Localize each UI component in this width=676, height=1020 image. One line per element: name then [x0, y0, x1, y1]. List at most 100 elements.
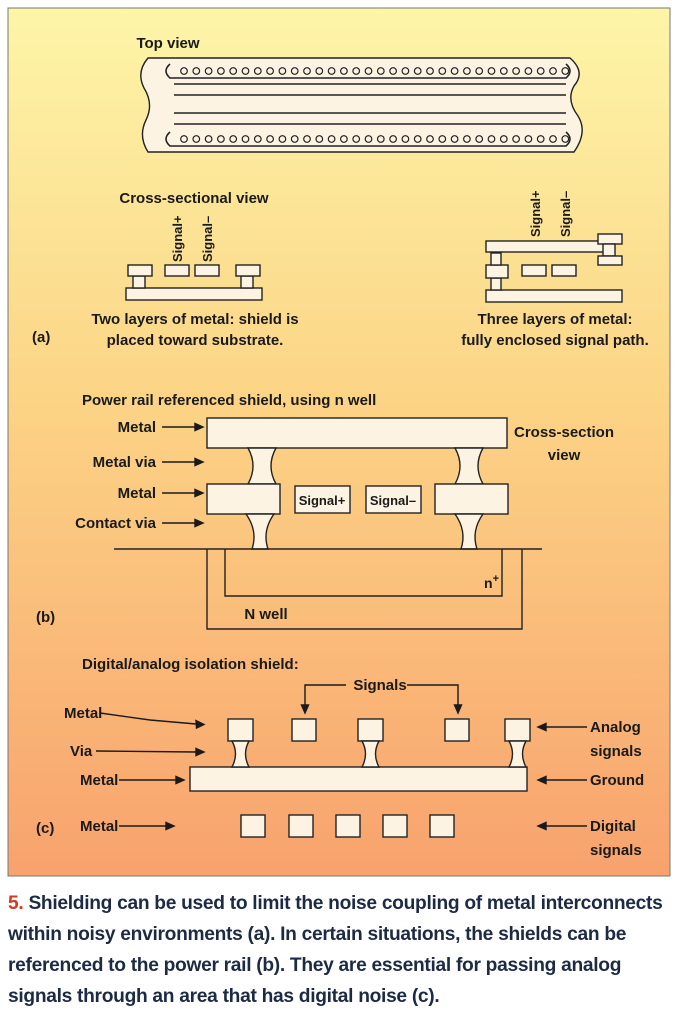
two-layers-caption: placed toward substrate.: [107, 332, 284, 349]
power-rail-shield: [206, 417, 509, 550]
analog-signals-label: Analog: [590, 719, 641, 736]
signal-minus-text: Signal–: [370, 493, 416, 508]
via-circle: [389, 135, 398, 143]
signal-minus-label: Signal–: [558, 191, 573, 237]
top-view-strip: [140, 57, 583, 153]
via-circle: [475, 135, 484, 143]
label-arrows: [95, 422, 587, 831]
top-view-label: Top view: [136, 35, 199, 52]
via-circle: [549, 67, 557, 75]
via-circle: [413, 135, 422, 143]
metal-label: Metal: [64, 705, 102, 722]
via-circle: [229, 135, 238, 143]
analog-signals-label: signals: [590, 743, 642, 760]
metal-label: Metal: [118, 419, 156, 436]
analog-signal-box: [444, 718, 470, 742]
panel-b-title: Power rail referenced shield, using n we…: [82, 392, 376, 409]
via-circle: [303, 67, 311, 75]
via-circle: [438, 67, 447, 75]
panel-c-label: (c): [36, 820, 54, 837]
via-circle: [524, 135, 533, 143]
via-circle: [253, 135, 262, 143]
via-circle: [561, 67, 570, 75]
via-circle: [426, 67, 434, 75]
via-circle: [376, 135, 385, 143]
via-circle: [315, 135, 324, 143]
ground-metal: [189, 766, 528, 792]
top-view-lines: [165, 63, 571, 147]
figure-number: 5.: [8, 893, 24, 914]
via-circle: [253, 67, 262, 75]
two-layers-caption: Two layers of metal: shield is: [91, 311, 298, 328]
via-circle: [389, 67, 398, 75]
two-layer-cross-section: [125, 264, 263, 301]
via-circle: [499, 135, 508, 143]
via-circle: [499, 67, 508, 75]
metal-via-label: Metal via: [93, 454, 157, 471]
via-circle: [352, 135, 361, 143]
via-circle: [549, 135, 557, 143]
panel-b-label: (b): [36, 609, 55, 626]
shielding-figure: Top view Cross-sectional view Signal+ Si…: [7, 7, 671, 877]
ground-label: Ground: [590, 772, 644, 789]
via-circle: [463, 67, 471, 75]
via-circle: [192, 67, 201, 75]
right-metal: [434, 483, 509, 515]
via-circle: [278, 135, 287, 143]
via-circle: [401, 135, 410, 143]
three-layer-cross-section: [485, 233, 623, 303]
metal-label: Metal: [118, 485, 156, 502]
digital-signals-label: signals: [590, 842, 642, 859]
via-circle: [340, 67, 348, 75]
three-layers-caption: Three layers of metal:: [477, 311, 632, 328]
via-circle: [512, 67, 520, 75]
three-layers-caption: fully enclosed signal path.: [461, 332, 649, 349]
n-well-label: N well: [244, 606, 287, 623]
isolation-shield: [189, 718, 531, 792]
signal-minus-box: [365, 485, 422, 514]
via-circle: [315, 67, 324, 75]
via-circle: [327, 67, 336, 75]
cross-sectional-view-label: Cross-sectional view: [119, 190, 269, 207]
signal-plus-box: [294, 485, 351, 514]
signal-plus-label: Signal+: [170, 215, 185, 262]
via-circle: [180, 135, 188, 143]
via-circle: [450, 67, 459, 75]
via-circle: [216, 135, 225, 143]
via-circle: [266, 135, 275, 143]
digital-signals-label: Digital: [590, 818, 636, 835]
via-circle: [192, 135, 201, 143]
via-circle: [426, 135, 434, 143]
panel-a-label: (a): [32, 329, 50, 346]
analog-signal-box: [291, 718, 317, 742]
signal-plus-label: Signal+: [528, 190, 543, 237]
via-circle: [524, 67, 533, 75]
via-circle: [413, 67, 422, 75]
cross-section-view-label: Cross-section: [514, 424, 614, 441]
digital-signal-boxes: [240, 814, 455, 838]
figure-caption: 5. Shielding can be used to limit the no…: [8, 888, 668, 1012]
via-circle: [340, 135, 348, 143]
metal-label: Metal: [80, 818, 118, 835]
via-circle: [438, 135, 447, 143]
via-circle: [487, 67, 496, 75]
via-circle: [278, 67, 287, 75]
via-circle: [561, 135, 570, 143]
n-plus-label: n+: [484, 573, 499, 591]
left-metal: [206, 483, 281, 515]
via-circle: [216, 67, 225, 75]
via-circle: [241, 135, 250, 143]
via-circle: [401, 67, 410, 75]
via-circle: [512, 135, 520, 143]
via-circle: [327, 135, 336, 143]
contact-via-label: Contact via: [75, 515, 157, 532]
via-circle: [376, 67, 385, 75]
top-metal: [206, 417, 508, 449]
panel-c-title: Digital/analog isolation shield:: [82, 656, 299, 673]
via-circle: [475, 67, 484, 75]
via-label: Via: [70, 743, 93, 760]
via-circle: [266, 67, 275, 75]
via-circle: [364, 67, 373, 75]
n-well-structure: [114, 548, 542, 630]
via-circle: [352, 67, 361, 75]
